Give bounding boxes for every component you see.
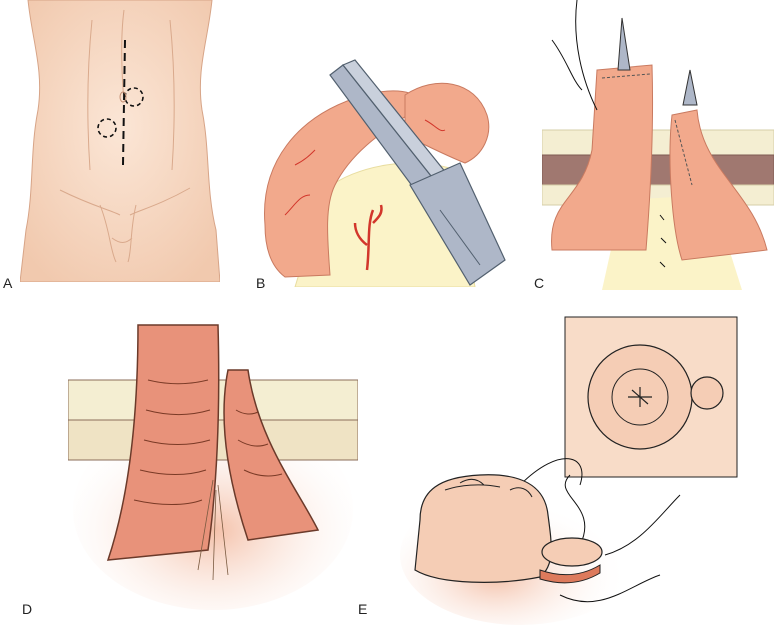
- suture-strand-2: [551, 39, 583, 91]
- stoma-base-cut: [539, 564, 601, 584]
- mesentery-strands: [197, 479, 229, 581]
- stoma-cross-section-illustration: [68, 324, 358, 610]
- stoma-site-mark-1: [124, 87, 144, 107]
- abdomen-torso-shape: [20, 0, 220, 282]
- panel-label-e: E: [358, 601, 368, 617]
- stoma-secondary: [541, 537, 603, 567]
- clamp-left: [617, 17, 631, 71]
- panel-c: [542, 0, 774, 290]
- bowel-loop-right: [404, 82, 490, 164]
- stapler-illustration: [264, 59, 506, 287]
- clamp-right: [682, 69, 698, 106]
- panel-d: [68, 320, 358, 610]
- inset-stoma-inner: [611, 368, 669, 426]
- bowel-end-right: [669, 109, 768, 261]
- completed-stoma-illustration: [400, 316, 738, 625]
- suture-strand: [575, 0, 598, 111]
- staple-line-right: [674, 119, 693, 186]
- groin-crease-left: [59, 189, 121, 216]
- midline-incision-mark: [122, 39, 126, 166]
- mucosal-folds: [133, 379, 283, 505]
- stoma-top-folds: [444, 478, 533, 498]
- stapler-body: [409, 162, 506, 286]
- rectus-line-left: [87, 19, 93, 171]
- panel-b: [255, 55, 510, 287]
- mesenteric-vessel: [353, 204, 383, 271]
- stoma-main: [414, 474, 552, 583]
- panel-e: [400, 315, 775, 625]
- bowel-vessels: [284, 119, 446, 216]
- panel-label-c: C: [534, 275, 545, 291]
- panel-label-a: A: [3, 275, 13, 291]
- wall-fat-upper: [542, 129, 774, 156]
- inset-small-stoma: [690, 376, 724, 410]
- stoma-limb-right: [223, 369, 320, 541]
- pubic-outline: [99, 204, 137, 263]
- abdomen-illustration: [20, 0, 220, 282]
- suture-tail: [559, 494, 681, 603]
- mesentery-sutures: [659, 214, 667, 268]
- stapler-slot: [439, 209, 481, 266]
- bowel-end-left: [551, 64, 654, 251]
- stoma-site-mark-2: [97, 118, 117, 138]
- wall-muscle: [542, 154, 774, 186]
- panel-label-b: B: [256, 275, 266, 291]
- abdominal-wall-illustration: [542, 0, 774, 290]
- stoma-limb-left: [106, 324, 220, 561]
- suture-loop: [519, 458, 586, 546]
- panel-a: [20, 0, 220, 282]
- panel-label-d: D: [22, 601, 33, 617]
- rectus-line-right: [169, 19, 175, 171]
- staple-line-left: [601, 73, 651, 79]
- umbilicus: [119, 91, 127, 103]
- groin-crease-right: [129, 187, 191, 216]
- inset-lumen: [628, 387, 652, 407]
